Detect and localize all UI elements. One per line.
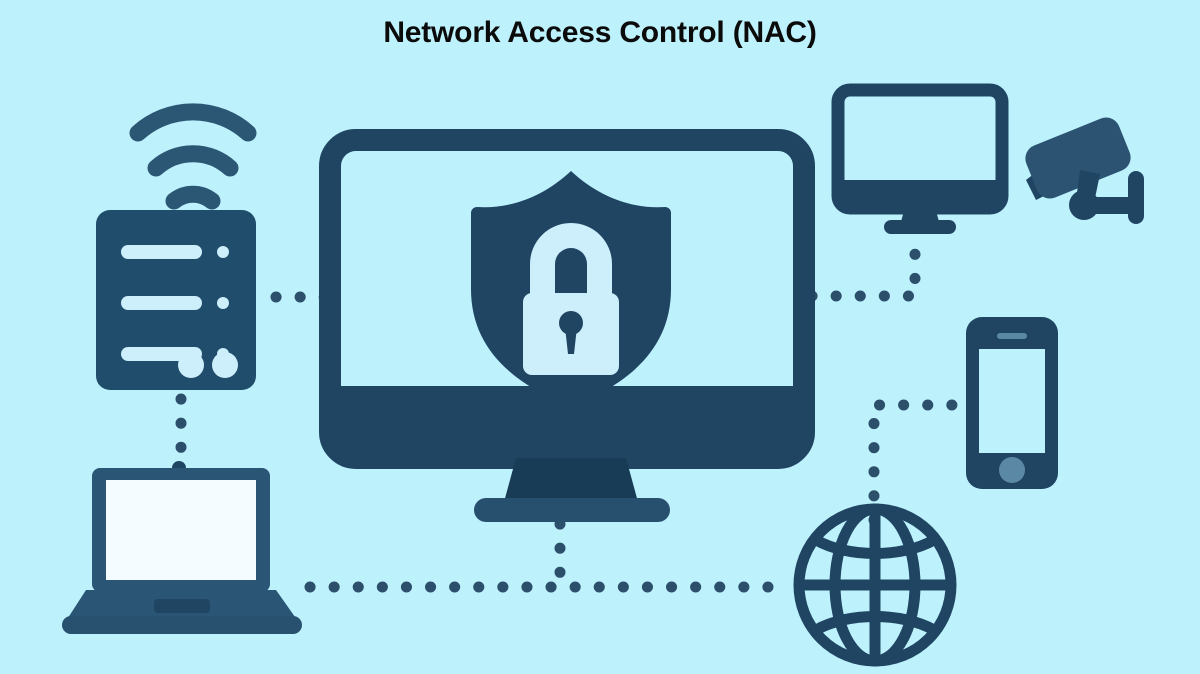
connection-globe-to-smartphone (868, 399, 958, 526)
laptop-bottom-edge (62, 616, 302, 634)
padlock-shackle (530, 223, 612, 299)
phone-earpiece (997, 333, 1027, 339)
globe-latitude-top (813, 535, 937, 559)
wifi-signal-icon (129, 103, 257, 210)
globe-latitude-bottom (813, 611, 937, 635)
globe[interactable] (788, 502, 962, 668)
desktop-monitor-base (884, 220, 956, 234)
security-camera-icon (1025, 117, 1144, 224)
desktop-monitor[interactable] (831, 83, 1017, 234)
shield-icon (471, 171, 671, 407)
laptop-screen (106, 480, 256, 580)
phone-screen (979, 349, 1045, 453)
secured-monitor[interactable] (319, 129, 816, 528)
monitor-bezel-bottom (341, 386, 793, 460)
laptop[interactable] (62, 458, 312, 638)
security-camera[interactable] (1014, 108, 1154, 233)
monitor-base (474, 498, 670, 522)
page-title: Network Access Control (NAC) (383, 16, 817, 49)
monitor-side-notch (322, 288, 338, 314)
padlock-keyhole (559, 311, 583, 354)
camera-body (1025, 117, 1131, 199)
globe-internet-icon (793, 503, 957, 667)
wifi-router[interactable] (90, 70, 270, 400)
router-lower-circles (178, 352, 238, 378)
laptop-trackpad (154, 599, 210, 613)
smartphone[interactable] (962, 313, 1062, 493)
camera-wall-mount (1128, 171, 1144, 224)
phone-home-button (999, 457, 1025, 483)
camera-arm (1084, 197, 1138, 214)
monitor-stand (504, 458, 638, 502)
connection-center-to-desktop-monitor (806, 229, 921, 302)
shield-lock-icon (471, 171, 671, 407)
desktop-monitor-bezel-bottom (844, 180, 996, 212)
globe-meridian-curve (829, 503, 921, 667)
